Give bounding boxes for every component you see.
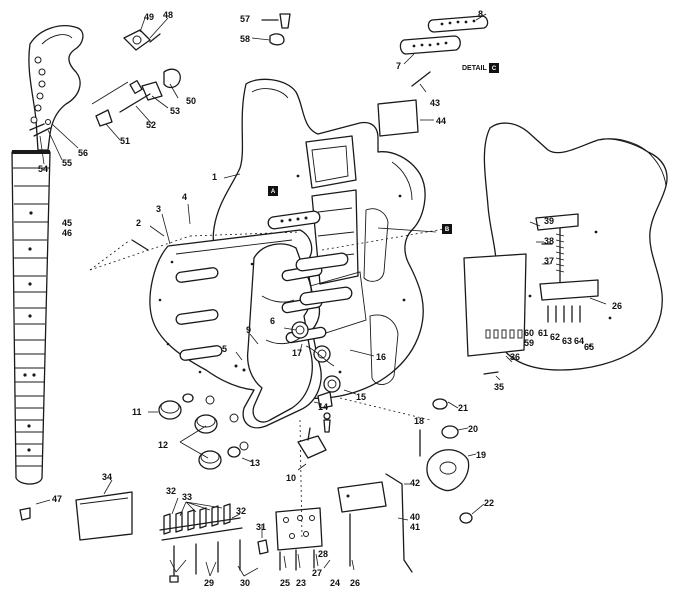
callout-lines xyxy=(89,173,437,541)
output-jack-parts xyxy=(419,398,485,524)
controls-and-electronics xyxy=(148,321,375,471)
label-62: 62 xyxy=(550,332,560,342)
label-11: 11 xyxy=(132,407,142,417)
label-16: 16 xyxy=(376,352,386,362)
detail-marker-c: C xyxy=(492,66,497,72)
label-49: 49 xyxy=(144,12,154,22)
detail-marker-a: A xyxy=(271,189,276,195)
label-26-rear: 26 xyxy=(612,301,622,311)
label-44: 44 xyxy=(436,116,446,126)
label-8: 8 xyxy=(478,9,483,19)
label-50: 50 xyxy=(186,96,196,106)
label-30: 30 xyxy=(240,578,250,588)
label-23: 23 xyxy=(296,578,306,588)
detail-label: DETAIL xyxy=(462,65,487,72)
strap-button-parts xyxy=(251,13,291,46)
label-14: 14 xyxy=(318,402,328,412)
label-21: 21 xyxy=(458,403,468,413)
label-17: 17 xyxy=(292,348,302,358)
string-retainer-parts xyxy=(29,119,79,165)
label-37: 37 xyxy=(544,256,554,266)
label-3: 3 xyxy=(156,204,161,214)
label-35: 35 xyxy=(494,382,504,392)
label-57: 57 xyxy=(240,14,250,24)
label-47: 47 xyxy=(52,494,62,504)
label-7: 7 xyxy=(396,61,401,71)
detail-markers: A B C DETAIL xyxy=(268,63,499,234)
label-22: 22 xyxy=(484,498,494,508)
label-5: 5 xyxy=(222,344,227,354)
label-36: 36 xyxy=(510,352,520,362)
label-29: 29 xyxy=(204,578,214,588)
label-43: 43 xyxy=(430,98,440,108)
label-63: 63 xyxy=(562,336,572,346)
label-4: 4 xyxy=(182,192,187,202)
label-33: 33 xyxy=(182,492,192,502)
label-10: 10 xyxy=(286,473,296,483)
label-61: 61 xyxy=(538,328,548,338)
label-20: 20 xyxy=(468,424,478,434)
label-41: 41 xyxy=(410,522,420,532)
label-28: 28 xyxy=(318,549,328,559)
label-38: 38 xyxy=(544,236,554,246)
label-64: 64 xyxy=(574,336,584,346)
guitar-neck xyxy=(11,25,84,485)
label-26-bottom: 26 xyxy=(350,578,360,588)
bridge-assembly-parts xyxy=(19,473,413,583)
label-60: 60 xyxy=(524,328,534,338)
label-53: 53 xyxy=(170,106,180,116)
label-45: 45 xyxy=(62,218,72,228)
label-1: 1 xyxy=(212,172,217,182)
label-58: 58 xyxy=(240,34,250,44)
label-27: 27 xyxy=(312,568,322,578)
label-12: 12 xyxy=(158,440,168,450)
label-51: 51 xyxy=(120,136,130,146)
label-13: 13 xyxy=(250,458,260,468)
label-39: 39 xyxy=(544,216,554,226)
label-42: 42 xyxy=(410,478,420,488)
label-32-left: 32 xyxy=(166,486,176,496)
label-56: 56 xyxy=(78,148,88,158)
label-25: 25 xyxy=(280,578,290,588)
label-31: 31 xyxy=(256,522,266,532)
label-54: 54 xyxy=(38,164,48,174)
label-55: 55 xyxy=(62,158,72,168)
pickup-covers xyxy=(377,13,489,137)
tuning-machine-parts xyxy=(91,17,181,141)
pickups xyxy=(267,210,451,306)
label-46: 46 xyxy=(62,228,72,238)
rear-body-view xyxy=(463,122,668,381)
label-65: 65 xyxy=(584,342,594,352)
label-18: 18 xyxy=(414,416,424,426)
label-32-right: 32 xyxy=(236,506,246,516)
label-40: 40 xyxy=(410,512,420,522)
label-15: 15 xyxy=(356,392,366,402)
label-52: 52 xyxy=(146,120,156,130)
label-48: 48 xyxy=(163,10,173,20)
label-9: 9 xyxy=(246,325,251,335)
part-number-labels: 1 2 3 4 5 6 7 8 9 10 11 12 13 14 15 16 1… xyxy=(38,9,622,588)
label-59: 59 xyxy=(524,338,534,348)
label-34: 34 xyxy=(102,472,112,482)
label-6: 6 xyxy=(270,316,275,326)
label-24: 24 xyxy=(330,578,340,588)
label-2: 2 xyxy=(136,218,141,228)
detail-marker-b: B xyxy=(445,227,450,233)
label-19: 19 xyxy=(476,450,486,460)
